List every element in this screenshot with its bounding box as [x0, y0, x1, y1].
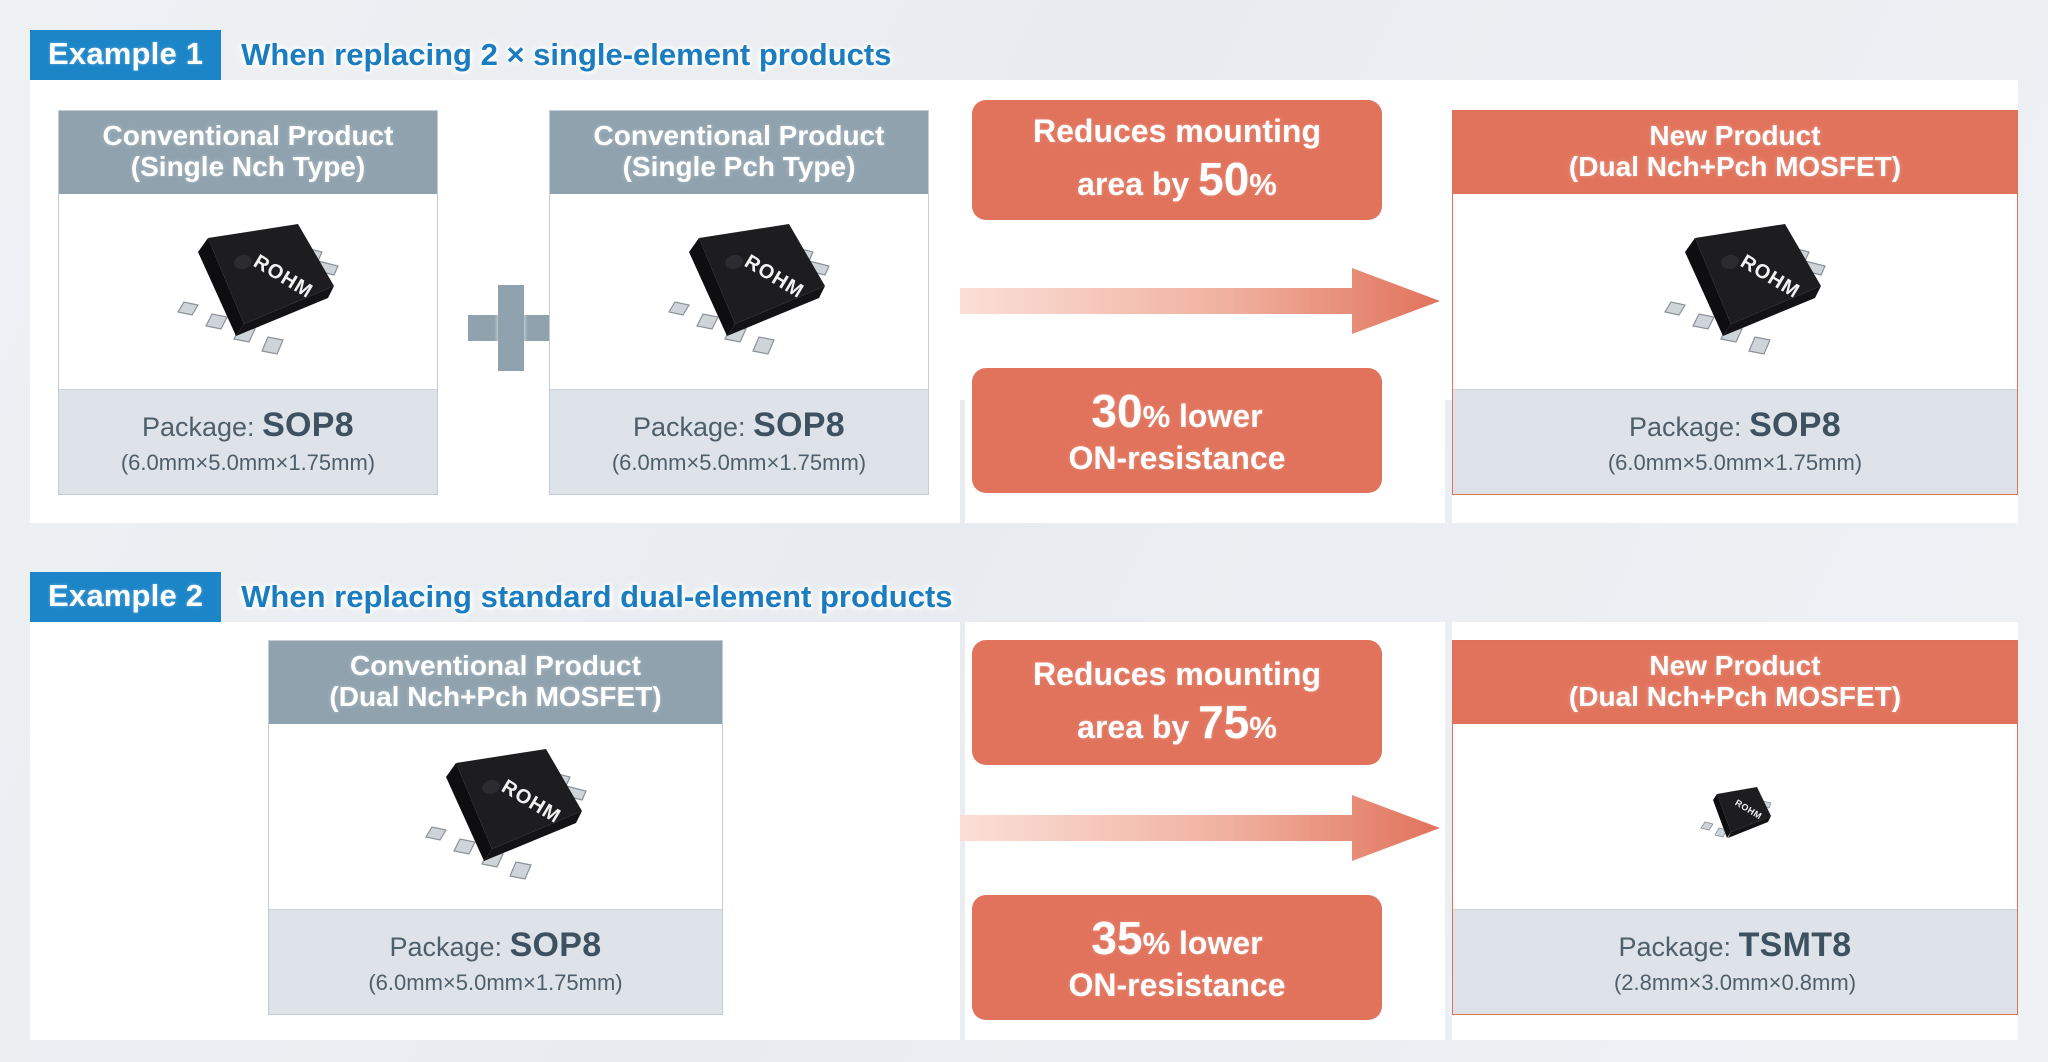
- card-chip-area: ROHM: [550, 193, 928, 389]
- callout-line-2: area by 50%: [1077, 151, 1277, 207]
- conventional-product-card-3: Conventional Product (Dual Nch+Pch MOSFE…: [268, 640, 723, 1015]
- card-chip-area: ROHM: [1453, 193, 2017, 389]
- callout-value: 30: [1091, 384, 1143, 437]
- callout-unit: %: [1142, 925, 1171, 961]
- card-header: Conventional Product (Dual Nch+Pch MOSFE…: [269, 641, 722, 724]
- package-name: SOP8: [753, 405, 845, 444]
- card-footer: Package: SOP8 (6.0mm×5.0mm×1.75mm): [59, 388, 437, 494]
- callout-line-2: ON-resistance: [1068, 440, 1286, 477]
- callout-value: 35: [1091, 911, 1143, 964]
- package-dimensions: (6.0mm×5.0mm×1.75mm): [611, 450, 867, 475]
- card-header-line1: Conventional Product: [593, 120, 885, 151]
- right-arrow-icon: [960, 268, 1440, 334]
- callout-value: 50: [1198, 153, 1250, 206]
- package-name: SOP8: [509, 925, 602, 964]
- package-label: Package:: [389, 931, 503, 962]
- card-header-line1: New Product: [1649, 650, 1821, 681]
- card-footer: Package: SOP8 (6.0mm×5.0mm×1.75mm): [550, 388, 928, 494]
- example-2-title: When replacing standard dual-element pro…: [241, 579, 953, 614]
- example-1-header: Example 1 When replacing 2 × single-elem…: [30, 30, 891, 80]
- example-1-title: When replacing 2 × single-element produc…: [241, 37, 892, 72]
- card-chip-area: ROHM: [59, 193, 437, 389]
- package-name: SOP8: [262, 405, 354, 444]
- on-resistance-callout-2: 35% lower ON-resistance: [972, 895, 1382, 1020]
- conventional-product-card-2: Conventional Product (Single Pch Type): [549, 110, 929, 495]
- package-name: TSMT8: [1738, 925, 1852, 964]
- callout-unit: %: [1142, 398, 1171, 434]
- callout-suffix: lower: [1179, 397, 1263, 434]
- card-footer: Package: SOP8 (6.0mm×5.0mm×1.75mm): [269, 908, 722, 1014]
- card-header-line1: New Product: [1649, 120, 1821, 151]
- callout-suffix: lower: [1179, 924, 1263, 961]
- package-line: Package: TSMT8: [1457, 924, 2013, 967]
- new-product-card-1: New Product (Dual Nch+Pch MOSFET): [1452, 110, 2018, 495]
- package-dimensions: (6.0mm×5.0mm×1.75mm): [368, 970, 623, 995]
- package-line: Package: SOP8: [554, 404, 924, 447]
- package-label: Package:: [632, 411, 746, 442]
- plus-icon: [468, 285, 554, 371]
- callout-unit: %: [1249, 709, 1277, 745]
- example-2-badge: Example 2: [30, 572, 222, 622]
- card-header-line2: (Dual Nch+Pch MOSFET): [329, 681, 662, 713]
- right-arrow-icon: [960, 795, 1440, 861]
- card-chip-area: ROHM: [1453, 723, 2017, 909]
- card-footer: Package: TSMT8 (2.8mm×3.0mm×0.8mm): [1453, 908, 2017, 1014]
- package-line: Package: SOP8: [273, 924, 718, 967]
- card-header: Conventional Product (Single Nch Type): [59, 111, 437, 194]
- card-header-line2: (Dual Nch+Pch MOSFET): [1568, 681, 1902, 713]
- card-header: New Product (Dual Nch+Pch MOSFET): [1453, 641, 2017, 724]
- callout-prefix: area by: [1077, 708, 1190, 745]
- package-label: Package:: [141, 411, 255, 442]
- package-dimensions: (6.0mm×5.0mm×1.75mm): [1607, 450, 1863, 475]
- callout-line-1: 30% lower: [1091, 383, 1262, 439]
- sop8-package-icon: ROHM: [148, 216, 348, 366]
- mounting-area-callout-1: Reduces mounting area by 50%: [972, 100, 1382, 220]
- callout-line-1: Reduces mounting: [1032, 113, 1321, 150]
- tsmt8-package-icon: ROHM: [1689, 780, 1781, 852]
- on-resistance-callout-1: 30% lower ON-resistance: [972, 368, 1382, 493]
- sop8-package-icon: ROHM: [396, 741, 596, 891]
- example-2-header: Example 2 When replacing standard dual-e…: [30, 572, 953, 622]
- callout-line-1: 35% lower: [1091, 910, 1262, 966]
- callout-prefix: area by: [1077, 166, 1190, 203]
- package-line: Package: SOP8: [63, 404, 433, 447]
- sop8-package-icon: ROHM: [639, 216, 839, 366]
- card-header: New Product (Dual Nch+Pch MOSFET): [1453, 111, 2017, 194]
- package-name: SOP8: [1749, 405, 1841, 444]
- package-label: Package:: [1628, 411, 1742, 442]
- package-dimensions: (6.0mm×5.0mm×1.75mm): [120, 450, 376, 475]
- callout-line-2: ON-resistance: [1068, 967, 1286, 1004]
- package-dimensions: (2.8mm×3.0mm×0.8mm): [1613, 970, 1857, 995]
- card-header-line2: (Single Nch Type): [130, 151, 366, 183]
- sop8-package-icon: ROHM: [1635, 216, 1835, 366]
- card-header-line1: Conventional Product: [350, 650, 641, 681]
- card-header: Conventional Product (Single Pch Type): [550, 111, 928, 194]
- example-1-badge: Example 1: [30, 30, 222, 80]
- new-product-card-2: New Product (Dual Nch+Pch MOSFET) ROHM: [1452, 640, 2018, 1015]
- card-header-line1: Conventional Product: [102, 120, 394, 151]
- callout-line-1: Reduces mounting: [1032, 655, 1321, 692]
- conventional-product-card-1: Conventional Product (Single Nch Type): [58, 110, 438, 495]
- package-label: Package:: [1618, 931, 1732, 962]
- card-header-line2: (Single Pch Type): [622, 151, 856, 183]
- package-line: Package: SOP8: [1457, 404, 2013, 447]
- card-footer: Package: SOP8 (6.0mm×5.0mm×1.75mm): [1453, 388, 2017, 494]
- callout-unit: %: [1249, 167, 1277, 203]
- callout-line-2: area by 75%: [1077, 694, 1277, 750]
- card-header-line2: (Dual Nch+Pch MOSFET): [1568, 151, 1902, 183]
- card-chip-area: ROHM: [269, 723, 722, 909]
- mounting-area-callout-2: Reduces mounting area by 75%: [972, 640, 1382, 765]
- callout-value: 75: [1198, 695, 1250, 748]
